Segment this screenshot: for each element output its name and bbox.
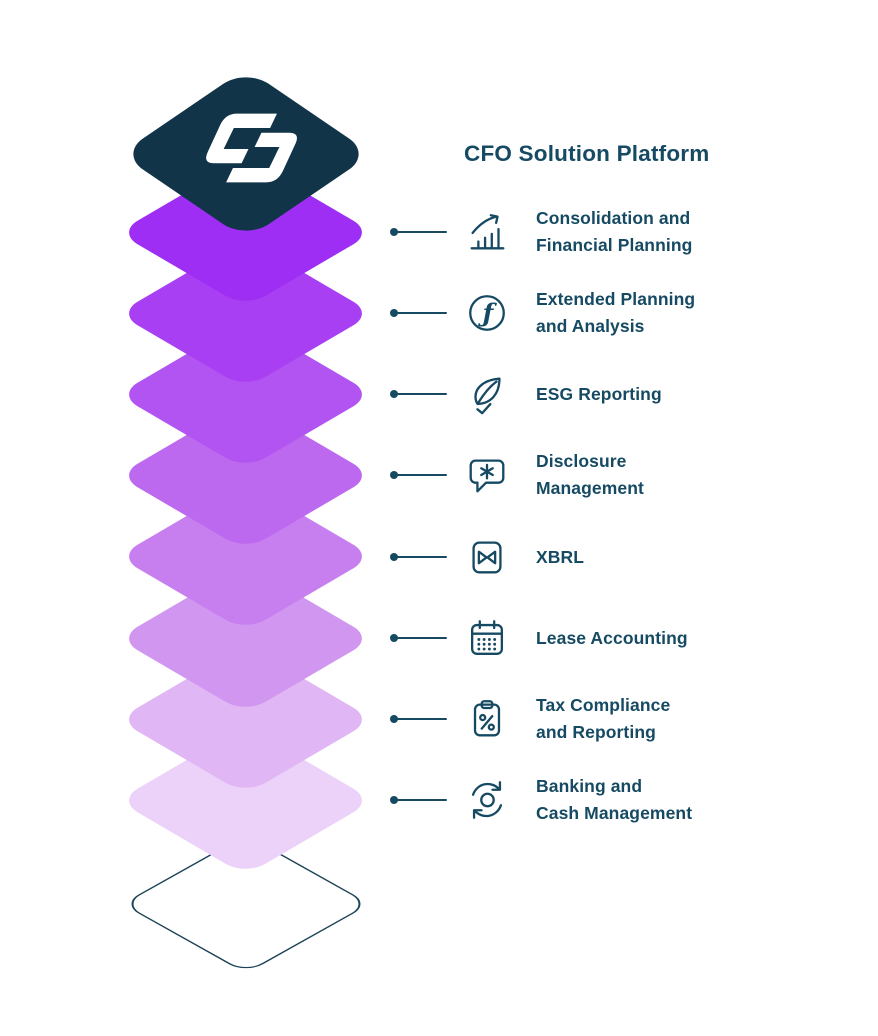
page-title: CFO Solution Platform bbox=[464, 141, 710, 166]
feature-row-disclosure: Disclosure Management bbox=[463, 449, 644, 501]
brand-logo-icon bbox=[184, 102, 308, 194]
feature-label: Disclosure Management bbox=[536, 451, 644, 498]
leaf-check-icon bbox=[463, 370, 511, 418]
clipboard-percent-icon bbox=[463, 695, 511, 743]
feature-label: Tax Compliance and Reporting bbox=[536, 695, 671, 742]
cycle-arrows-coin-icon bbox=[463, 776, 511, 824]
xbrl-tag-icon bbox=[463, 533, 511, 581]
feature-row-xbrl: XBRL bbox=[463, 531, 584, 583]
feature-row-banking: Banking and Cash Management bbox=[463, 774, 692, 826]
svg-text:ƒ: ƒ bbox=[478, 299, 498, 328]
connector-line bbox=[390, 228, 447, 236]
connector-line bbox=[390, 553, 447, 561]
feature-label: Banking and Cash Management bbox=[536, 776, 693, 823]
feature-row-esg: ESG Reporting bbox=[463, 368, 662, 420]
speech-bubble-asterisk-icon bbox=[463, 451, 511, 499]
bar-chart-growth-icon bbox=[463, 208, 511, 256]
feature-label: XBRL bbox=[536, 546, 585, 567]
feature-label: Consolidation and Financial Planning bbox=[536, 208, 693, 255]
feature-row-tax: Tax Compliance and Reporting bbox=[463, 693, 670, 745]
feature-label: Extended Planning and Analysis bbox=[536, 289, 696, 336]
connector-line bbox=[390, 390, 447, 398]
feature-label: Lease Accounting bbox=[536, 627, 688, 648]
connector-line bbox=[390, 796, 447, 804]
connector-line bbox=[390, 309, 447, 317]
feature-label: ESG Reporting bbox=[536, 383, 662, 404]
calendar-icon bbox=[463, 614, 511, 662]
connector-line bbox=[390, 634, 447, 642]
feature-row-xpa: ƒ Extended Planning and Analysis bbox=[463, 287, 695, 339]
connector-line bbox=[390, 471, 447, 479]
feature-row-consolidation: Consolidation and Financial Planning bbox=[463, 206, 692, 258]
feature-row-lease: Lease Accounting bbox=[463, 612, 688, 664]
connector-line bbox=[390, 715, 447, 723]
function-icon: ƒ bbox=[463, 289, 511, 337]
